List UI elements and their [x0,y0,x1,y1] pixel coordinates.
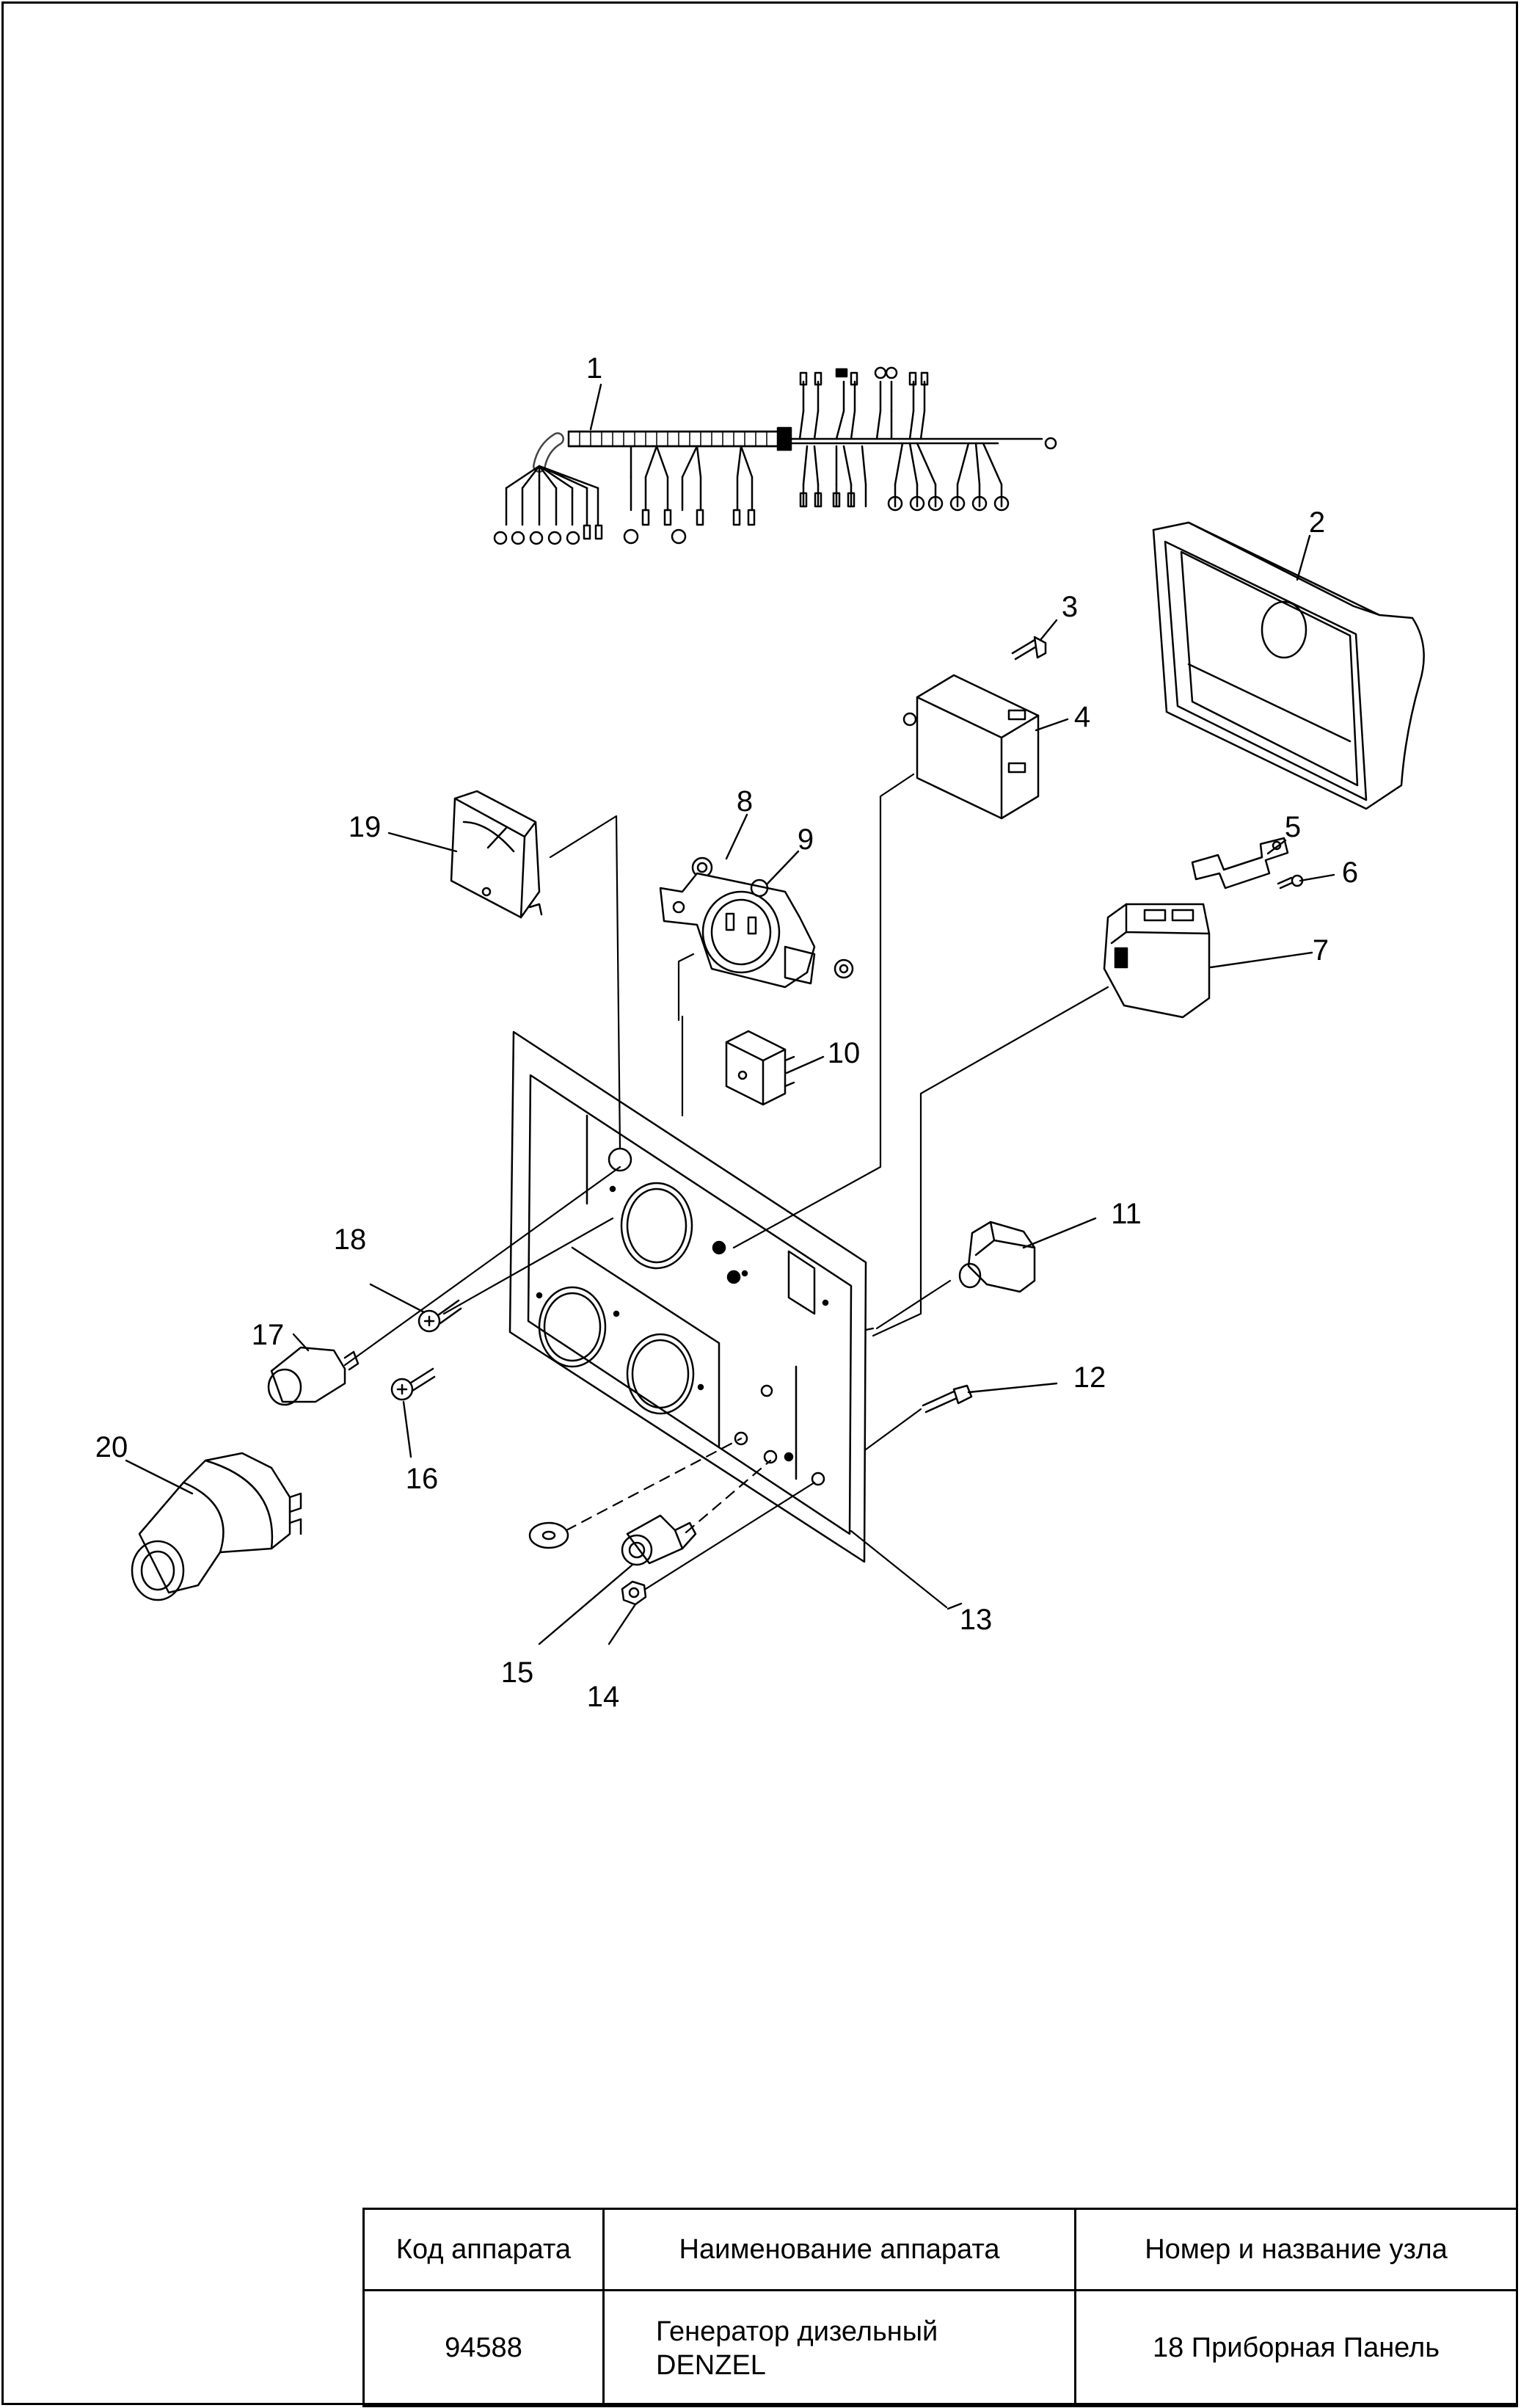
callout-20: 20 [95,1431,128,1463]
callout-18: 18 [334,1223,367,1256]
callout-2: 2 [1309,506,1325,539]
callout-9: 9 [798,823,814,856]
title-block: Код аппарата Наименование аппарата Номер… [362,2208,1518,2407]
voltmeter [450,790,543,919]
title-block-header: Код аппарата Наименование аппарата Номер… [362,2208,1518,2291]
callout-3: 3 [1062,591,1078,623]
outlet-socket [659,872,854,989]
callout-11: 11 [1111,1198,1142,1230]
header-device-code: Код аппарата [362,2208,605,2291]
callout-8: 8 [737,785,753,818]
circuit-breaker [1103,903,1211,1019]
rectifier-block [725,1030,795,1106]
callout-17: 17 [252,1319,285,1351]
callout-10: 10 [828,1037,861,1069]
assembly-name: 18 Приборная Панель [1074,2289,1518,2407]
device-name-line-1: Генератор дизельный [656,2316,938,2347]
instrument-panel [508,1030,867,1563]
box-cover [1152,521,1425,810]
relay-box [902,674,1040,820]
fuse-holder [621,1514,697,1566]
callout-labels: 1 2 3 4 5 6 7 8 9 10 11 12 13 14 15 16 1… [95,352,1358,1713]
callout-6: 6 [1342,856,1358,889]
callout-16: 16 [406,1463,439,1495]
header-assembly: Номер и название узла [1074,2208,1518,2291]
leader-lines [125,383,1335,1645]
callout-1: 1 [586,352,602,385]
screw-16 [390,1367,436,1401]
wiring-harness [493,366,1057,545]
callout-15: 15 [501,1656,534,1689]
device-code: 94588 [362,2289,605,2407]
device-name-line-2: DENZEL [656,2349,766,2381]
callout-4: 4 [1074,701,1090,733]
assembly-lines [343,773,1109,1609]
callout-12: 12 [1073,1361,1106,1394]
device-name: Генератор дизельный DENZEL [602,2289,1076,2407]
washer [528,1521,569,1549]
title-block-values: 94588 Генератор дизельный DENZEL 18 Приб… [362,2289,1518,2407]
callout-5: 5 [1285,811,1301,843]
screw-6 [1277,874,1304,890]
screw-3 [1011,636,1047,661]
switch-11 [958,1221,1036,1293]
screw-12 [922,1384,973,1414]
callout-13: 13 [960,1604,993,1636]
callout-7: 7 [1313,934,1329,967]
callout-14: 14 [587,1681,620,1713]
header-device-name: Наименование аппарата [602,2208,1076,2291]
bracket [1191,837,1289,890]
callout-19: 19 [349,811,382,843]
nut-14 [621,1580,647,1606]
ignition-switch [131,1452,302,1601]
screw-18 [417,1299,462,1333]
indicator-lamp [267,1346,360,1406]
